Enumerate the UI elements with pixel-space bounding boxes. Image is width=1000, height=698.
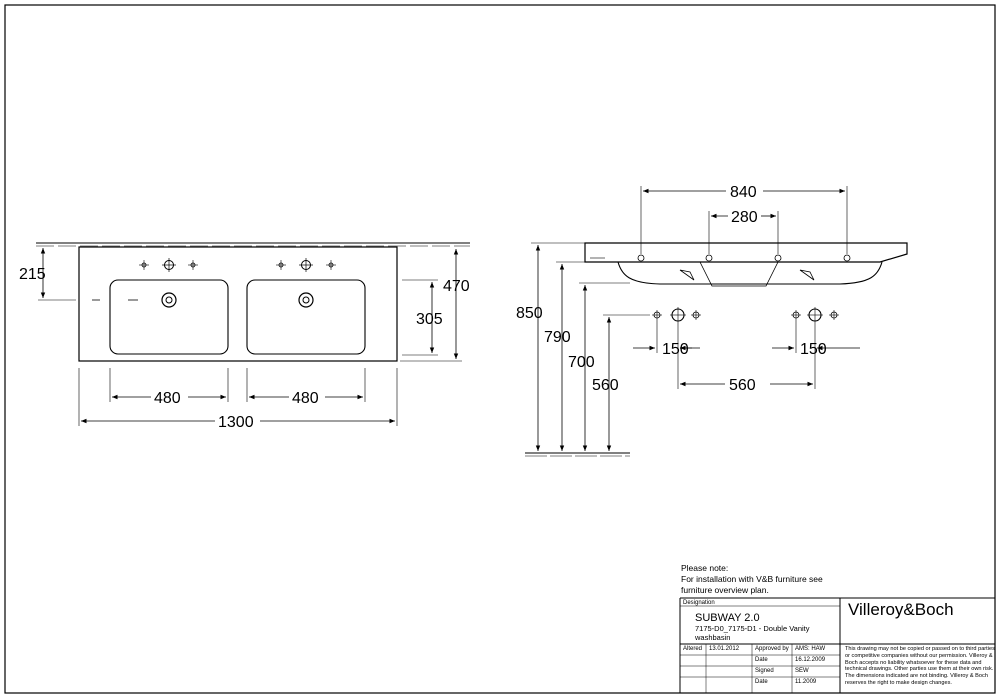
dim-150-left: 150 (662, 341, 689, 358)
approved-label: Approved by (755, 646, 789, 652)
dim-150-right: 150 (800, 341, 827, 358)
note-text: For installation with V&B furniture see … (681, 574, 823, 595)
product-name: SUBWAY 2.0 (695, 612, 760, 624)
altered-date: 13.01.2012 (709, 646, 740, 652)
date-value: 16.12.2009 (795, 657, 826, 663)
dim-215: 215 (19, 266, 46, 283)
title-block (679, 597, 995, 693)
plan-dim-labels: 215 470 305 480 480 1300 (19, 266, 470, 431)
altered-label: Altered (683, 646, 703, 652)
note-heading: Please note: (681, 563, 729, 573)
designation-label: Designation (683, 600, 715, 606)
dim-700: 700 (568, 354, 595, 371)
dim-1300: 1300 (218, 414, 254, 431)
date-label: Date (755, 657, 768, 663)
elevation-view (525, 186, 908, 457)
dim-280: 280 (731, 209, 758, 226)
dim-480-left: 480 (154, 390, 181, 407)
dim-560-vertical: 560 (592, 377, 619, 394)
dim-840: 840 (730, 184, 757, 201)
dim-790: 790 (544, 329, 571, 346)
plan-view (36, 242, 470, 426)
installation-note: Please note: For installation with V&B f… (681, 563, 841, 596)
dim-305: 305 (416, 311, 443, 328)
drawing-frame (4, 4, 996, 694)
date2-label: Date (755, 679, 768, 685)
dim-560-horizontal: 560 (729, 377, 756, 394)
dim-850: 850 (516, 305, 543, 322)
product-description: 7175-D0_7175-D1 - Double Vanity washbasi… (695, 624, 810, 642)
dim-480-right: 480 (292, 390, 319, 407)
date2-value: 11.2009 (795, 679, 817, 685)
approved-value: AMS: HAW (795, 646, 826, 652)
brand-logo: Villeroy&Boch (848, 600, 954, 619)
signed-label: Signed (755, 668, 774, 674)
dim-470: 470 (443, 278, 470, 295)
disclaimer-text: This drawing may not be copied or passed… (845, 646, 995, 686)
signed-value: SEW (795, 668, 809, 674)
right-bowl (246, 279, 366, 355)
elevation-dim-labels: 840 280 850 790 700 560 150 150 560 (516, 184, 827, 394)
left-bowl (109, 279, 229, 355)
